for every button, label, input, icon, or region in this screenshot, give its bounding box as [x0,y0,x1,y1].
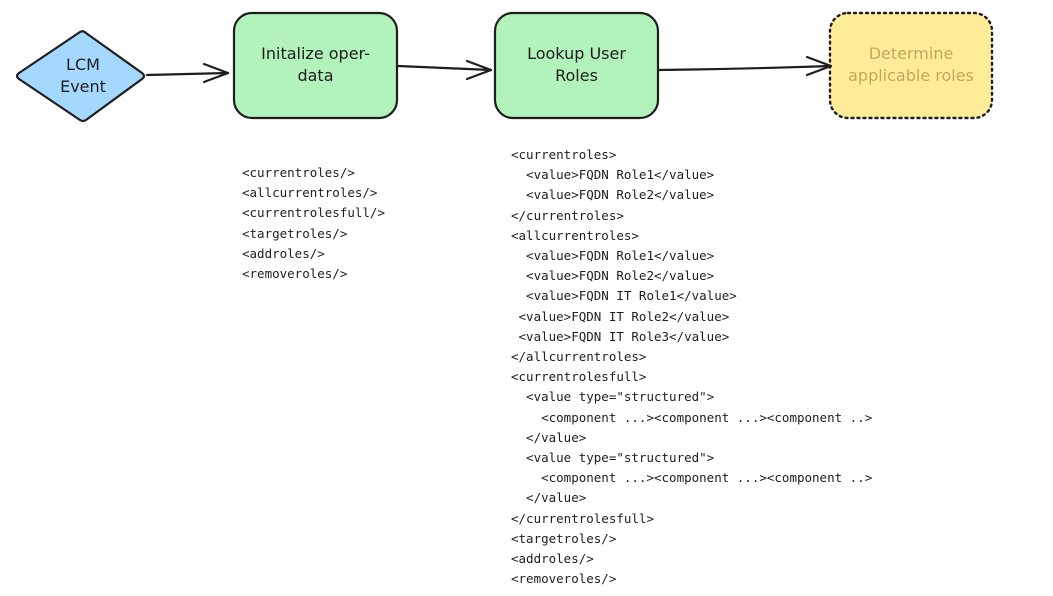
determine-roles-label: Determine applicable roles [848,44,974,85]
lookup-roles-box [493,11,660,120]
init-oper-data-box [232,11,399,120]
edge-lcm-to-init [145,62,230,84]
lcm-event-label: LCM Event [60,55,106,96]
init-oper-data-label: Initalize oper- data [261,44,370,85]
lookup-output-xml: <currentroles> <value>FQDN Role1</value>… [511,147,873,587]
edge-lookup-to-determine [657,55,833,77]
lcm-event-diamond [15,30,146,123]
edge-init-to-lookup [396,59,493,81]
lookup-roles-label: Lookup User Roles [527,44,626,85]
init-output-xml: <currentroles/> <allcurrentroles/> <curr… [242,165,385,282]
